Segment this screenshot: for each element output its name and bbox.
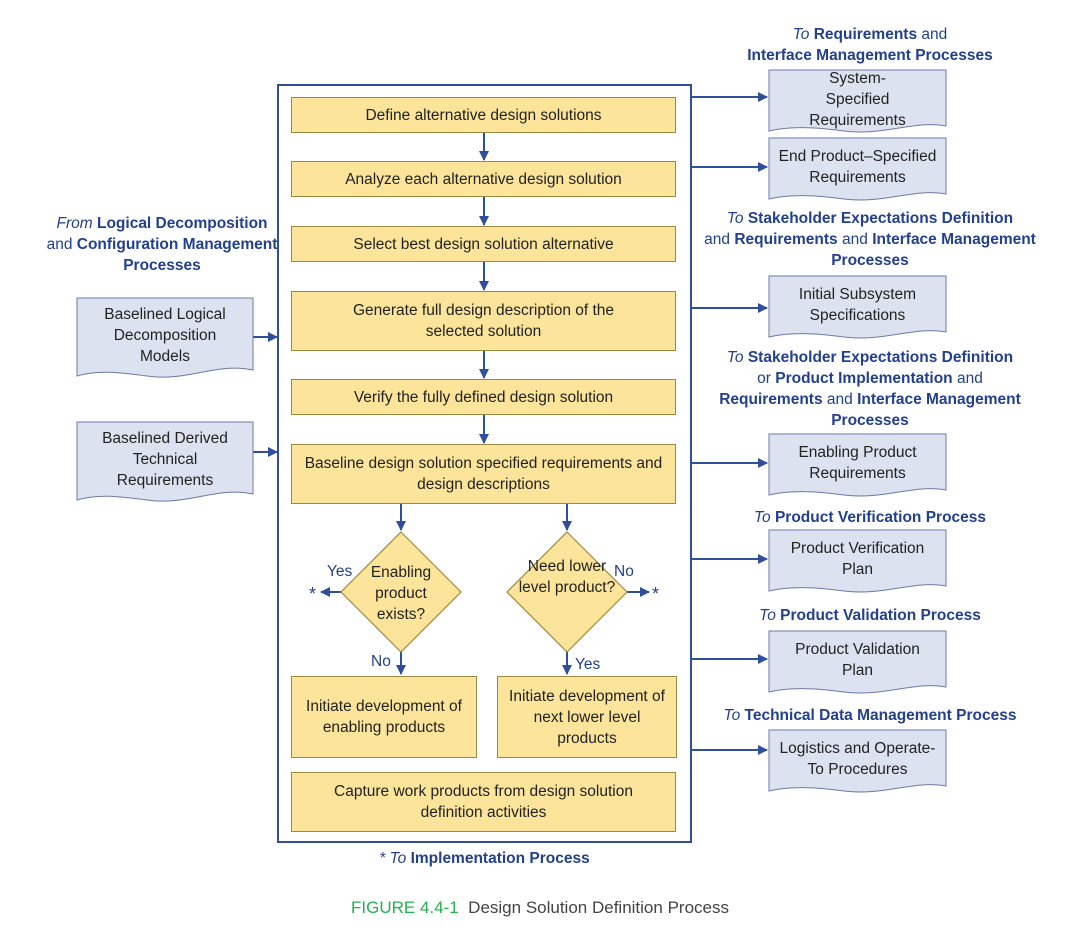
output-label-stakeholder: To Stakeholder Expectations Definition a… <box>704 210 1036 269</box>
output-doc-enabling-requirements: Enabling Product Requirements <box>768 433 947 497</box>
input-doc-derived-requirements: Baselined Derived Technical Requirements <box>76 421 254 502</box>
document-shape-icon <box>76 421 254 502</box>
document-shape-icon <box>768 275 947 339</box>
output-doc-verification-plan: Product Verification Plan <box>768 529 947 593</box>
document-shape-icon <box>768 433 947 497</box>
label-lower-yes: Yes <box>575 656 601 673</box>
output-label-tech-data: To Technical Data Management Process <box>723 707 1017 724</box>
step-define: Define alternative design solutions <box>291 97 676 133</box>
step-generate: Generate full design description of the … <box>291 291 676 351</box>
step-initiate-lower: Initiate development of next lower level… <box>497 676 677 758</box>
step-verify: Verify the fully defined design solution <box>291 379 676 415</box>
output-label-stakeholder-impl: To Stakeholder Expectations Definition o… <box>719 349 1021 429</box>
label-enabling-yes: Yes <box>327 563 353 580</box>
document-shape-icon <box>768 729 947 793</box>
decision-diamond-lower <box>506 531 628 653</box>
step-select: Select best design solution alternative <box>291 226 676 262</box>
document-shape-icon <box>768 137 947 201</box>
decision-diamond-enabling <box>340 531 462 653</box>
output-doc-system-specified: System-Specified Requirements <box>768 69 947 133</box>
step-capture: Capture work products from design soluti… <box>291 772 676 832</box>
input-source-label: From Logical Decomposition and Configura… <box>46 215 278 274</box>
label-lower-no: No <box>614 563 634 580</box>
star-lower: * <box>652 584 660 604</box>
figure-title: Design Solution Definition Process <box>468 898 729 917</box>
output-doc-subsystem-specs: Initial Subsystem Specifications <box>768 275 947 339</box>
document-shape-icon <box>76 297 254 378</box>
figure-caption: FIGURE 4.4-1 Design Solution Definition … <box>0 898 1080 918</box>
step-baseline: Baseline design solution specified requi… <box>291 444 676 504</box>
decision-lower-text: Need lower level product? <box>518 558 616 596</box>
output-label-req-interface: To Requirements and Interface Management… <box>747 26 993 64</box>
input-doc-logical-models: Baselined Logical Decomposition Models <box>76 297 254 378</box>
output-doc-logistics: Logistics and Operate-To Procedures <box>768 729 947 793</box>
footnote-implementation: * To Implementation Process <box>379 850 590 867</box>
figure-number: FIGURE 4.4-1 <box>351 898 459 917</box>
label-enabling-no: No <box>371 653 391 670</box>
document-shape-icon <box>768 630 947 694</box>
star-enabling: * <box>309 584 317 604</box>
decision-enabling-text: Enabling product exists? <box>370 564 432 623</box>
step-initiate-enabling: Initiate development of enabling product… <box>291 676 477 758</box>
step-analyze: Analyze each alternative design solution <box>291 161 676 197</box>
output-doc-end-product: End Product–Specified Requirements <box>768 137 947 201</box>
output-doc-validation-plan: Product Validation Plan <box>768 630 947 694</box>
output-label-validation: To Product Validation Process <box>759 607 981 624</box>
document-shape-icon <box>768 69 947 133</box>
output-label-verification: To Product Verification Process <box>753 509 987 526</box>
document-shape-icon <box>768 529 947 593</box>
